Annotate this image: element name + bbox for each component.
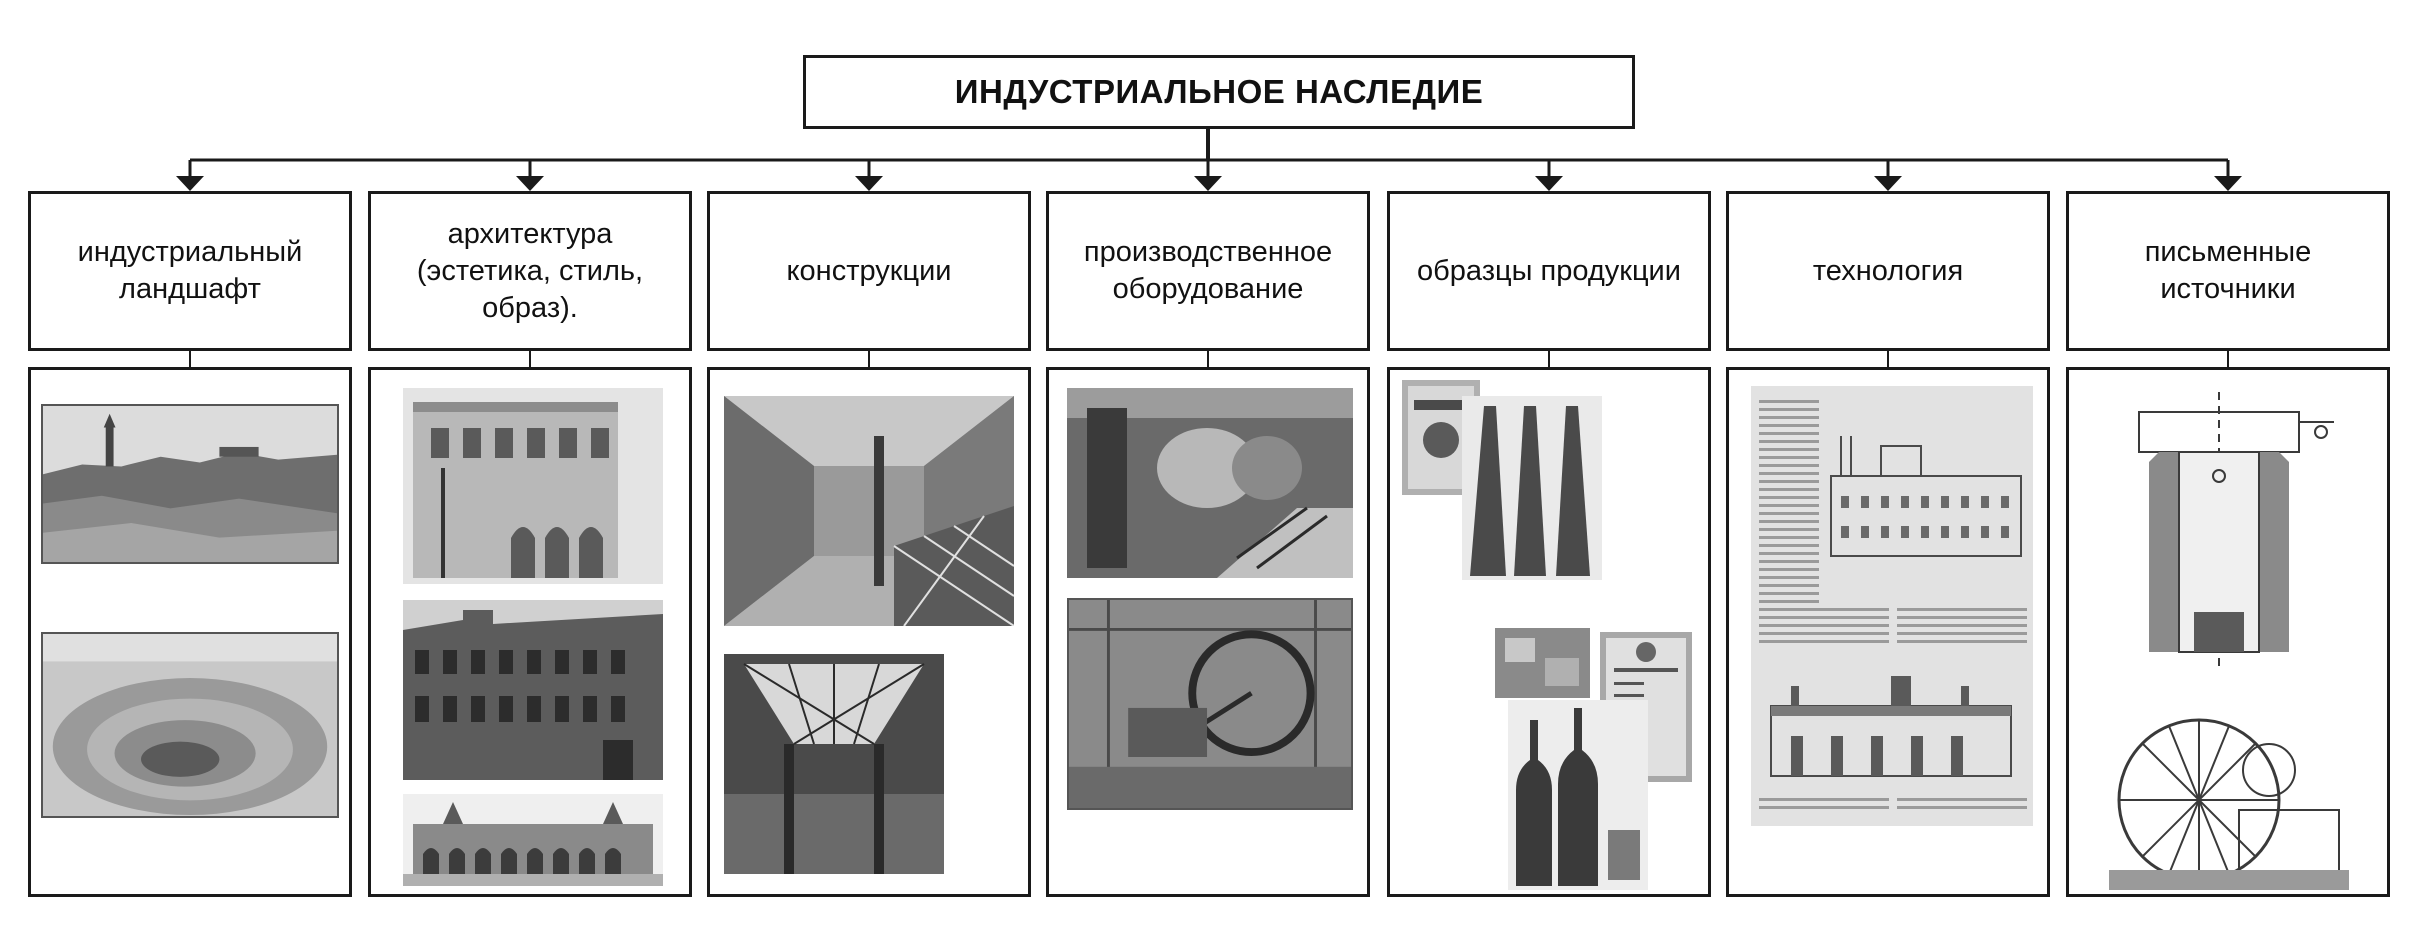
equipment-photo-steam-engine	[1067, 598, 1353, 810]
title-box: ИНДУСТРИАЛЬНОЕ НАСЛЕДИЕ	[803, 55, 1635, 129]
landscape-photo-quarry	[41, 632, 339, 818]
category-label: производственное оборудование	[1083, 236, 1333, 305]
image-panel-technology	[1726, 367, 2050, 897]
image-panel-landscape	[28, 367, 352, 897]
category-label: письменные источники	[2144, 236, 2312, 305]
image-panel-architecture	[368, 367, 692, 897]
category-label: технология	[1812, 254, 1964, 287]
category-box-written-sources: письменные источники	[2066, 191, 2390, 351]
architecture-photo-station	[403, 794, 663, 886]
category-box-technology: технология	[1726, 191, 2050, 351]
image-panel-equipment	[1046, 367, 1370, 897]
category-label: конструкции	[786, 254, 952, 287]
image-panel-products	[1387, 367, 1711, 897]
image-panel-structures	[707, 367, 1031, 897]
category-box-equipment: производственное оборудование	[1046, 191, 1370, 351]
products-photo-wine-bottles	[1508, 700, 1648, 890]
written-sources-furnace-drawing	[2109, 382, 2349, 682]
image-panel-written-sources	[2066, 367, 2390, 897]
architecture-photo-brick	[403, 600, 663, 780]
category-box-structures: конструкции	[707, 191, 1031, 351]
written-sources-wheel-drawing	[2109, 710, 2349, 890]
architecture-photo-facade	[403, 388, 663, 584]
equipment-photo-drums	[1067, 388, 1353, 578]
category-label: архитектура (эстетика, стиль, образ).	[416, 217, 644, 324]
diagram-title: ИНДУСТРИАЛЬНОЕ НАСЛЕДИЕ	[954, 73, 1484, 110]
structures-photo-hall	[724, 396, 1014, 626]
products-photo-bottles	[1462, 396, 1602, 580]
category-label: образцы продукции	[1417, 254, 1681, 287]
category-box-architecture: архитектура (эстетика, стиль, образ).	[368, 191, 692, 351]
category-label: индустриальный ландшафт	[77, 236, 303, 305]
structures-photo-roof	[724, 654, 944, 874]
landscape-photo-hill	[41, 404, 339, 564]
category-box-products: образцы продукции	[1387, 191, 1711, 351]
products-photo-labels	[1495, 628, 1590, 698]
technology-encyclopedia-page	[1751, 386, 2033, 826]
category-box-landscape: индустриальный ландшафт	[28, 191, 352, 351]
